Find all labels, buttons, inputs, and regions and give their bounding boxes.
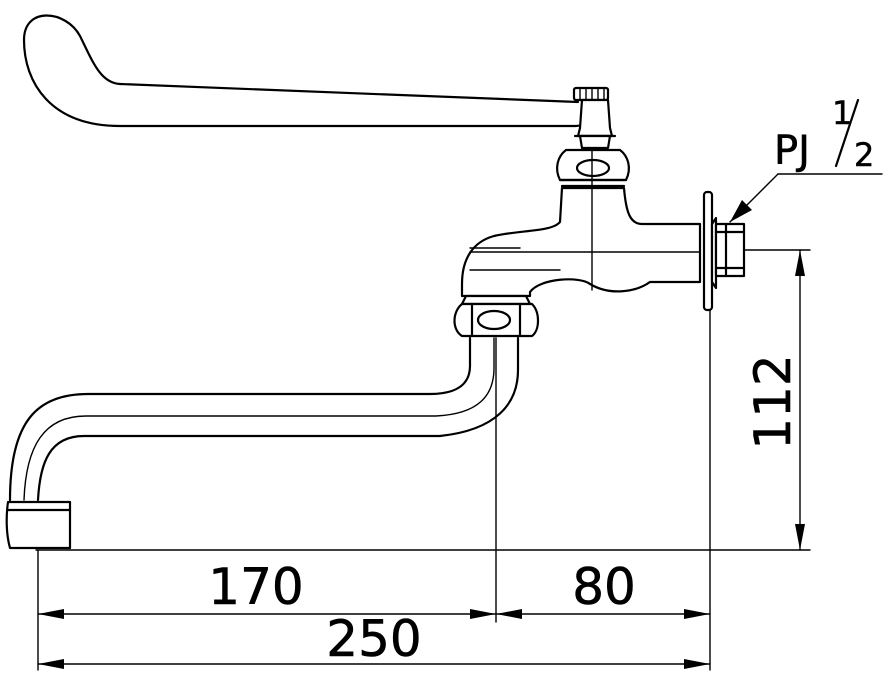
dimension-height-label: 112 bbox=[744, 354, 802, 449]
thread-fraction-slash bbox=[834, 98, 860, 168]
swing-spout bbox=[8, 336, 520, 502]
dimension-overall-length: 250 bbox=[37, 610, 711, 669]
spout-nozzle bbox=[5, 500, 72, 550]
dimension-overall-length-label: 250 bbox=[326, 610, 421, 668]
dimension-spout-reach-label: 170 bbox=[208, 558, 303, 616]
dimension-height: 112 bbox=[744, 249, 805, 551]
faucet-body bbox=[460, 149, 702, 298]
swivel-nut bbox=[453, 294, 540, 338]
dimension-body-offset: 80 bbox=[495, 558, 711, 619]
thread-size-denominator: 2 bbox=[854, 136, 874, 174]
thread-callout: PJ 1 2 bbox=[729, 94, 883, 223]
gland-nut bbox=[556, 148, 630, 188]
dimension-body-offset-label: 80 bbox=[572, 558, 636, 616]
lever-handle bbox=[22, 14, 610, 128]
wall-flange bbox=[702, 190, 746, 312]
extension-lines bbox=[35, 249, 811, 671]
thread-size-numerator: 1 bbox=[832, 94, 852, 132]
valve-stem bbox=[573, 98, 617, 150]
thread-type-label: PJ bbox=[774, 128, 810, 174]
dimension-spout-reach: 170 bbox=[37, 558, 497, 619]
